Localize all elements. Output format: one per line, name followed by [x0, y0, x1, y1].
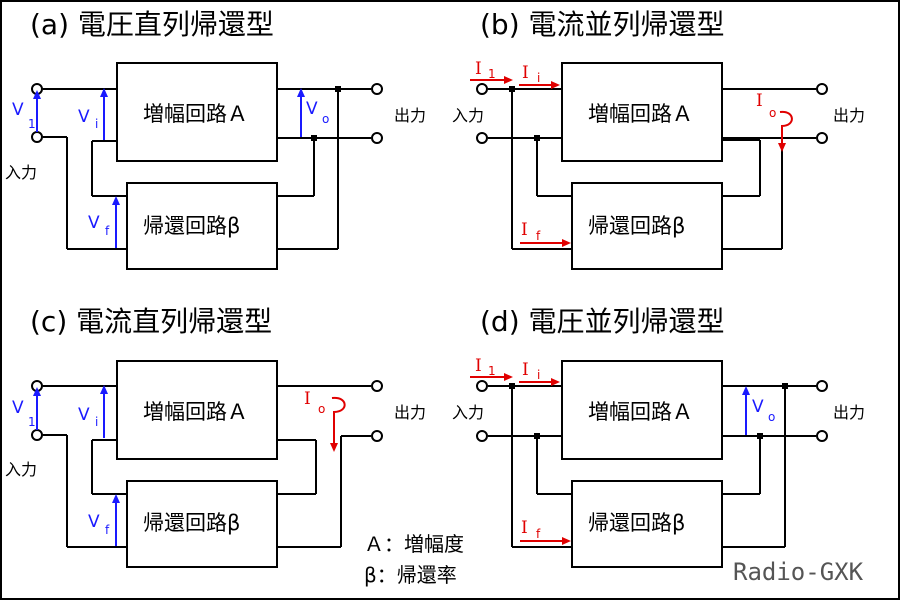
panel-c-io-label: I [304, 389, 311, 409]
panel-d-vo-label: V [752, 397, 764, 417]
panel-b-junction-dot [534, 135, 540, 141]
panel-c-amp-label: 増幅回路Ａ [143, 400, 248, 424]
panel-a: (a) 電圧直列帰還型 [5, 8, 426, 270]
panel-b-i1-sub: 1 [488, 67, 496, 81]
panel-c: (c) 電流直列帰還型 [5, 305, 426, 568]
watermark-text: Radio-GXK [733, 558, 864, 586]
panel-c-fb-label: 帰還回路β [143, 511, 240, 535]
panel-d-junction-dot [509, 383, 515, 389]
panel-b-input-label: 入力 [452, 106, 484, 125]
panel-c-v1-sub: 1 [28, 415, 36, 429]
panel-b-output-label: 出力 [833, 106, 865, 125]
panel-a-fb-label: 帰還回路β [143, 214, 240, 238]
panel-d-junction-dot [757, 433, 763, 439]
panel-d-i1-label: I [475, 356, 482, 376]
panel-a-vf-label: V [88, 213, 100, 233]
panel-a-vo-label: V [306, 99, 318, 119]
panel-d-junction-dot [782, 383, 788, 389]
panel-d-ii-sub: i [537, 368, 540, 382]
panel-c-output-terminal-bottom [371, 430, 383, 442]
panel-d-if-label: I [521, 518, 528, 538]
panel-c-title: (c) 電流直列帰還型 [30, 305, 272, 338]
panel-b-io-sub: o [769, 106, 776, 120]
panel-b-fb-label: 帰還回路β [588, 214, 685, 238]
panel-c-vf-sub: f [105, 523, 110, 537]
panel-c-output-terminal-top [371, 380, 383, 392]
panel-c-fb-block [126, 480, 278, 568]
panel-d: (d) 電圧並列帰還型 [452, 305, 865, 568]
panel-d-if-sub: f [536, 527, 541, 541]
legend-feedback-ratio: β：帰還率 [364, 563, 457, 587]
panel-d-i1-sub: 1 [488, 364, 496, 378]
panel-a-input-terminal-top [31, 83, 43, 95]
legend-amplification: Ａ：増幅度 [364, 532, 464, 556]
panel-b-title: (b) 電流並列帰還型 [480, 8, 725, 41]
panel-c-v1-label: V [12, 398, 24, 418]
panel-b-if-sub: f [536, 229, 541, 243]
panel-a-v1-sub: 1 [28, 117, 36, 131]
panel-c-input-label: 入力 [5, 460, 37, 479]
panel-d-fb-block [571, 480, 723, 568]
panel-a-amp-label: 増幅回路Ａ [143, 102, 248, 126]
panel-b-output-terminal-bottom [816, 132, 828, 144]
panel-b-amp-label: 増幅回路Ａ [588, 102, 693, 126]
panel-c-input-terminal-bottom [31, 429, 43, 441]
panel-a-junction-dot [335, 86, 341, 92]
panel-d-input-label: 入力 [452, 403, 484, 422]
panel-b-ii-label: I [522, 63, 529, 83]
panel-d-junction-dot [534, 433, 540, 439]
panel-b-io-arrow [778, 110, 793, 152]
panel-b-output-terminal-top [816, 83, 828, 95]
panel-c-vi-sub: i [95, 415, 98, 429]
panel-d-vo-sub: o [768, 410, 775, 424]
panel-c-io-arrow [330, 396, 346, 452]
panel-c-vi-label: V [78, 405, 90, 425]
panel-a-input-terminal-bottom [31, 131, 43, 143]
panel-b-input-terminal-top [476, 83, 488, 95]
panel-a-input-label: 入力 [5, 163, 37, 182]
panel-b-i1-label: I [475, 59, 482, 79]
panel-d-input-terminal-top [476, 380, 488, 392]
panel-b-ii-sub: i [537, 71, 540, 85]
panel-b-if-label: I [521, 220, 528, 240]
panel-a-title: (a) 電圧直列帰還型 [30, 8, 274, 41]
panel-d-output-terminal-top [816, 380, 828, 392]
panel-d-output-terminal-bottom [816, 430, 828, 442]
panel-d-output-label: 出力 [833, 403, 865, 422]
panel-c-input-terminal-top [31, 380, 43, 392]
panel-a-output-label: 出力 [394, 106, 426, 125]
panel-a-output-terminal-bottom [371, 132, 383, 144]
panel-d-ii-label: I [522, 360, 529, 380]
panel-b-amp-block [561, 62, 723, 162]
panel-a-v1-label: V [12, 100, 24, 120]
panel-d-fb-label: 帰還回路β [588, 511, 685, 535]
panel-a-vo-sub: o [322, 112, 329, 126]
panel-b-input-terminal-bottom [476, 132, 488, 144]
panel-b-fb-block [571, 182, 723, 270]
panel-d-amp-block [561, 360, 723, 460]
panel-b-junction-dot [509, 86, 515, 92]
panel-b: (b) 電流並列帰還型 [452, 8, 865, 270]
panel-a-junction-dot [311, 135, 317, 141]
panel-b-io-label: I [756, 91, 763, 111]
panel-d-amp-label: 増幅回路Ａ [588, 400, 693, 424]
panel-c-amp-block [116, 360, 278, 460]
panel-c-io-sub: o [318, 402, 325, 416]
panel-a-vi-label: V [78, 107, 90, 127]
panel-d-input-terminal-bottom [476, 430, 488, 442]
panel-a-output-terminal-top [371, 83, 383, 95]
panel-a-vi-sub: i [95, 117, 98, 131]
panel-c-vf-label: V [88, 512, 100, 532]
panel-a-amp-block [116, 62, 278, 162]
panel-a-vf-sub: f [105, 224, 110, 238]
panel-d-title: (d) 電圧並列帰還型 [480, 305, 725, 338]
panel-a-fb-block [126, 182, 278, 270]
panel-c-output-label: 出力 [394, 403, 426, 422]
